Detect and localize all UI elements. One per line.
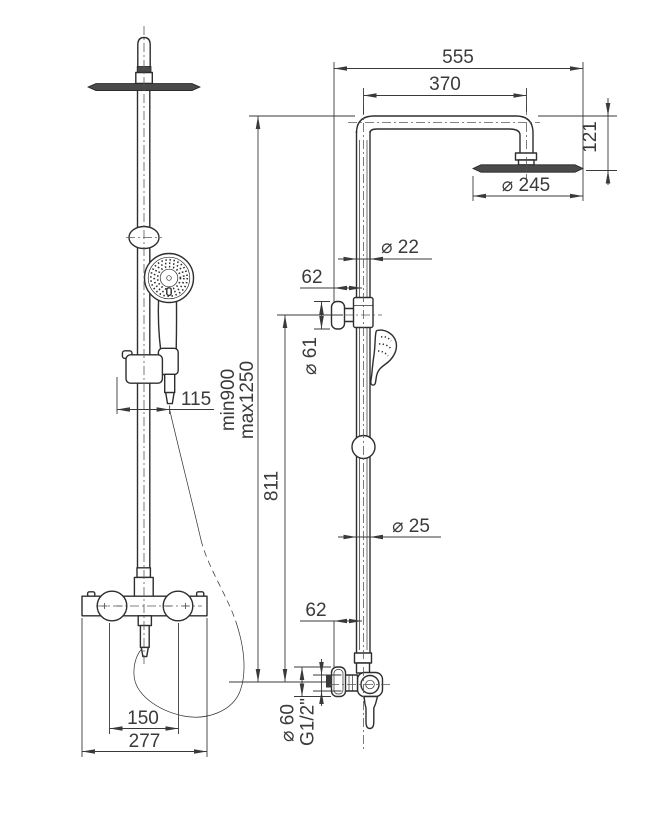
hose-connector-tip	[165, 391, 175, 405]
dimensions: 555 370 121 ⌀ 245 ⌀ 22 62	[81, 47, 617, 757]
centerline-fittings	[327, 314, 392, 685]
dim-60: ⌀ 60	[278, 666, 331, 742]
dim-121: 121	[538, 98, 617, 185]
thermostatic-mixer	[81, 567, 208, 658]
hand-shower-side	[370, 329, 398, 386]
dim-label-245: ⌀ 245	[502, 175, 550, 196]
side-view	[326, 62, 584, 750]
overhead-shower-plate-side	[472, 164, 584, 173]
dim-150: 150	[109, 623, 179, 734]
dim-61: ⌀ 61	[300, 301, 330, 375]
dim-62-upper: 62	[300, 267, 362, 291]
dim-811: 811	[262, 314, 343, 682]
dim-370: 370	[363, 74, 527, 114]
dim-label-22: ⌀ 22	[381, 237, 419, 258]
dim-label-62-upper: 62	[301, 267, 322, 288]
dim-label-62-lower: 62	[305, 600, 326, 621]
outlet-spout	[139, 624, 150, 649]
dim-245: ⌀ 245	[472, 175, 583, 201]
valve-handle	[363, 695, 379, 730]
dim-label-max-height: max1250	[237, 361, 258, 439]
dim-62-lower: 62	[300, 600, 362, 667]
dim-label-115: 115	[181, 389, 211, 410]
front-view	[81, 26, 245, 718]
diverter-notch	[166, 287, 172, 297]
hand-shower-front	[143, 252, 195, 304]
dim-label-555: 555	[442, 47, 474, 68]
dim-115: 115	[116, 377, 214, 414]
riser-pipe-side	[355, 131, 371, 655]
dim-label-61: ⌀ 61	[300, 337, 321, 375]
outlet-spout-tip	[140, 646, 149, 658]
wall-stub	[326, 675, 332, 688]
hose-connector	[163, 373, 176, 394]
wall-flange	[330, 666, 347, 698]
wall-bracket-side	[330, 296, 374, 330]
outlet-nut	[137, 615, 153, 627]
dim-label-811: 811	[262, 471, 283, 501]
shower-hose	[133, 408, 245, 718]
dim-22: ⌀ 22	[338, 237, 432, 262]
riser-base-union	[353, 652, 373, 664]
overhead-shower-plate-front	[87, 83, 201, 91]
dim-label-121: 121	[580, 121, 601, 153]
shower-arm	[355, 115, 538, 166]
dim-label-277: 277	[129, 731, 161, 752]
dim-label-150: 150	[127, 708, 159, 729]
hand-shower-handle-front	[157, 295, 178, 353]
centerline-front-horizontal	[96, 237, 202, 607]
head-nut-upper	[514, 152, 538, 161]
dim-thread: G1/2"	[298, 659, 342, 746]
dim-height-range: min900 max1250	[218, 115, 355, 683]
cap-top	[137, 36, 151, 72]
dim-25: ⌀ 25	[338, 516, 441, 540]
dim-555: 555	[334, 47, 584, 201]
dim-277: 277	[81, 618, 208, 757]
dim-label-25: ⌀ 25	[392, 516, 430, 537]
dim-label-min-height: min900	[218, 369, 239, 431]
dim-label-60: ⌀ 60	[278, 704, 299, 742]
dim-label-thread: G1/2"	[298, 698, 319, 746]
dim-label-370: 370	[429, 74, 461, 95]
